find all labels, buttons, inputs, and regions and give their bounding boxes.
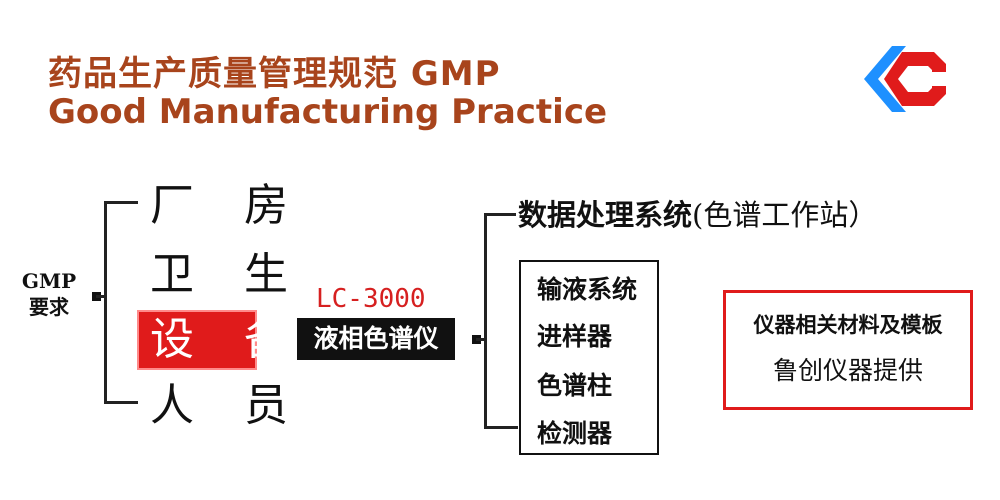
requirement-item: 卫 生	[150, 249, 306, 300]
requirement-item: 厂 房	[150, 180, 306, 231]
subsystems-box: 输液系统 进样器 色谱柱 检测器	[519, 260, 659, 455]
data-system-label: 数据处理系统(色谱工作站）	[518, 192, 877, 234]
page-title-cn: 药品生产质量管理规范 GMP	[48, 54, 501, 94]
subsystem-item: 色谱柱	[537, 371, 613, 400]
info-line-1: 仪器相关材料及模板	[753, 312, 943, 337]
bracket-right-bottom	[484, 426, 518, 429]
bracket-left-bottom	[104, 401, 138, 404]
gmp-requirements-label: GMP 要求	[10, 268, 88, 320]
info-box: 仪器相关材料及模板 鲁创仪器提供	[723, 290, 973, 410]
instrument-name: 液相色谱仪	[297, 318, 455, 360]
bracket-left-top	[104, 201, 138, 204]
requirements-label: 要求	[29, 295, 69, 319]
info-line-2: 鲁创仪器提供	[772, 356, 923, 385]
data-system-main: 数据处理系统	[518, 198, 693, 232]
bracket-right-stub	[476, 338, 486, 341]
bracket-left-stub	[96, 295, 106, 298]
requirement-item-highlighted: 设 备	[150, 314, 306, 365]
bracket-right-vertical	[484, 213, 487, 428]
gmp-label: GMP	[21, 269, 77, 293]
highlight-box	[137, 310, 257, 370]
requirement-item: 人 员	[150, 380, 306, 431]
bracket-left-vertical	[104, 201, 107, 404]
instrument-model: LC-3000	[316, 284, 426, 314]
bracket-right-top	[484, 213, 516, 216]
page-title-en: Good Manufacturing Practice	[48, 92, 608, 132]
subsystem-item: 输液系统	[537, 275, 638, 304]
subsystem-item: 检测器	[537, 419, 613, 448]
company-logo-icon	[864, 46, 950, 112]
data-system-sub: (色谱工作站）	[692, 198, 878, 232]
subsystem-item: 进样器	[537, 322, 613, 351]
